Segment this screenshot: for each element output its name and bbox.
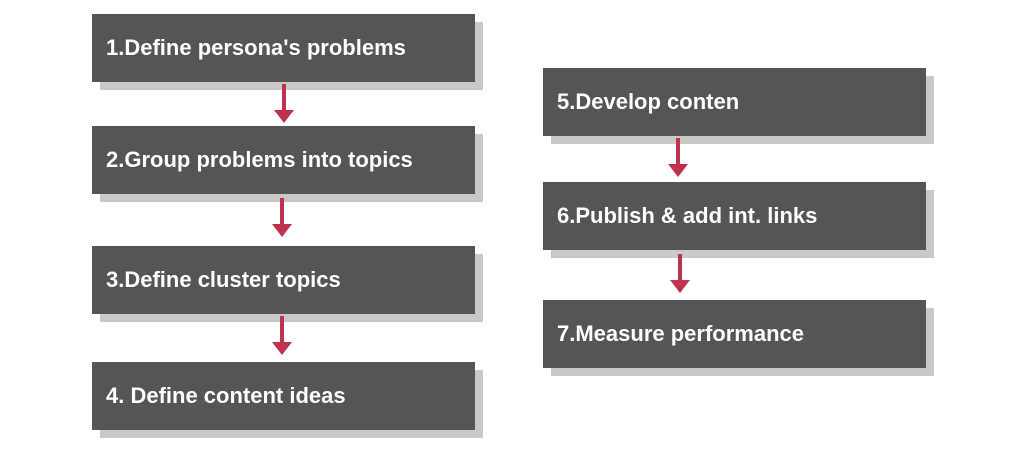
step-3-box: 3.Define cluster topics bbox=[92, 246, 475, 314]
step-2-box: 2.Group problems into topics bbox=[92, 126, 475, 194]
step-7-box: 7.Measure performance bbox=[543, 300, 926, 368]
arrow-down-icon bbox=[270, 198, 294, 238]
step-2-label: 2.Group problems into topics bbox=[106, 147, 413, 172]
arrow-down-icon bbox=[668, 254, 692, 294]
step-6-label: 6.Publish & add int. links bbox=[557, 203, 818, 228]
step-5-box: 5.Develop conten bbox=[543, 68, 926, 136]
step-1-label: 1.Define persona's problems bbox=[106, 35, 406, 60]
step-5-label: 5.Develop conten bbox=[557, 89, 740, 114]
step-3-label: 3.Define cluster topics bbox=[106, 267, 341, 292]
step-1-box: 1.Define persona's problems bbox=[92, 14, 475, 82]
step-4-box: 4. Define content ideas bbox=[92, 362, 475, 430]
arrow-down-icon bbox=[666, 138, 690, 178]
arrow-down-icon bbox=[270, 316, 294, 356]
step-6-box: 6.Publish & add int. links bbox=[543, 182, 926, 250]
step-4-label: 4. Define content ideas bbox=[106, 383, 346, 408]
arrow-down-icon bbox=[272, 84, 296, 124]
step-7-label: 7.Measure performance bbox=[557, 321, 804, 346]
